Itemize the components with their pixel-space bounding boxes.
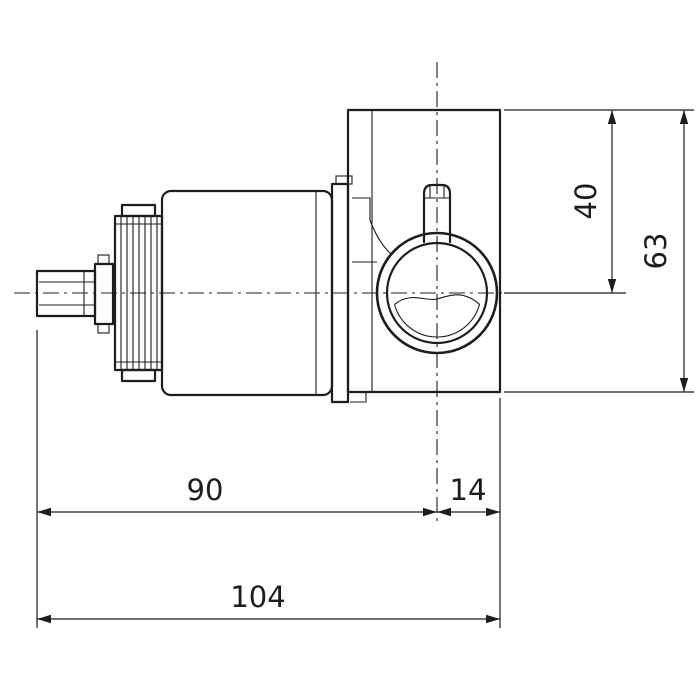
arrow-down-icon [607,279,617,293]
dimension-63: 63 [639,110,689,392]
arrow-right-icon [486,507,500,517]
arrow-up-icon [607,110,617,124]
arrow-up-icon [679,110,689,124]
dimension-104: 104 [37,580,500,624]
arrow-down-icon [679,378,689,392]
arrow-left-icon [37,614,51,624]
dimension-90: 90 [37,473,437,517]
extension-lines [36,109,694,628]
housing-block [346,108,502,403]
dimension-40-label: 40 [569,183,603,220]
dimension-14: 14 [437,473,500,517]
stem-adapter [93,254,115,334]
dimension-104-label: 104 [230,580,285,614]
dimension-40: 40 [569,110,617,293]
dimension-90-label: 90 [187,473,224,507]
valve-cartridge-assembly [35,108,502,404]
arrow-left-icon [37,507,51,517]
dimension-63-label: 63 [639,233,673,270]
arrow-left-icon [437,507,451,517]
arrow-right-icon [486,614,500,624]
dimension-14-label: 14 [450,473,487,507]
arrow-right-icon [423,507,437,517]
